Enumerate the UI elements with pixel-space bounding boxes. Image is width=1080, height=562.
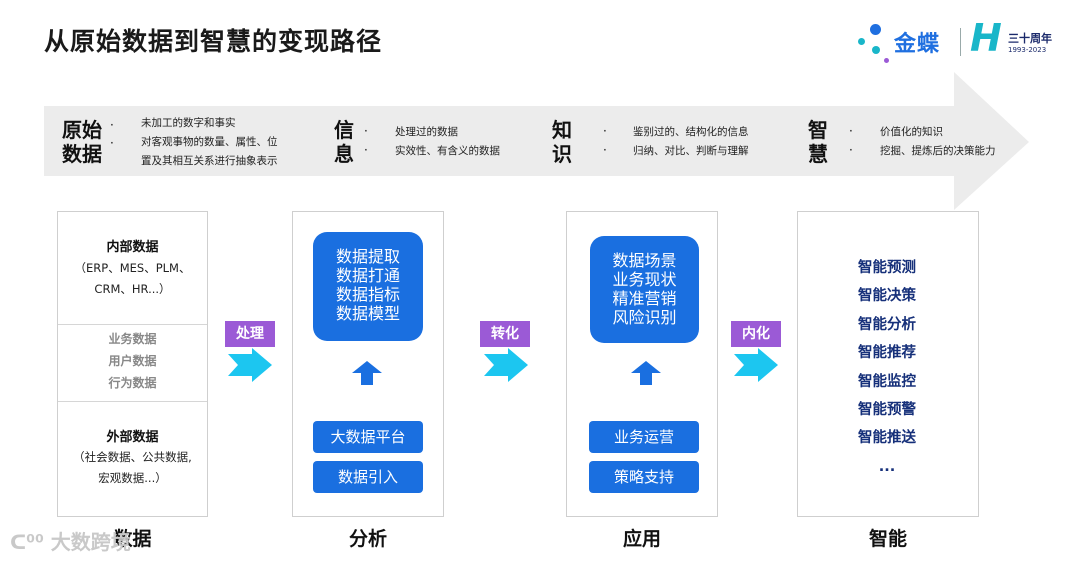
anniversary-h-icon: H [970,16,1002,60]
transition-tag-convert: 转化 [480,321,530,347]
smart-item: ... [878,458,896,475]
smart-item: 智能推荐 [858,345,916,362]
logo-brand: 金蝶 [894,32,941,57]
column-label-data: 数据 [113,528,152,550]
application-item: 精准营销 [612,289,677,308]
strategy-support-button[interactable]: 策略支持 [589,461,699,493]
data-type-item: 用户数据 [108,354,157,368]
analysis-item: 数据模型 [335,304,400,323]
kingdee-logo: 金蝶 H 三十周年 1993-2023 [856,16,1066,66]
bullet-dot: · [364,143,368,157]
bullet-dot: · [110,118,114,132]
logo-dot-icon [870,24,881,35]
analysis-item: 数据打通 [335,266,400,285]
transition-tag-internalize: 内化 [731,321,781,347]
bullet-dot: · [603,143,607,157]
stage-name-line: 知 [552,118,572,142]
bullet-text: 挖掘、提炼后的决策能力 [880,145,996,157]
application-item: 数据场景 [612,251,677,270]
stage-name-line: 信 [334,118,354,142]
bullet-dot: · [110,136,114,150]
analysis-item: 数据指标 [335,285,400,304]
column-label-smart: 智能 [868,528,907,550]
bullet-dot: · [603,124,607,138]
logo-separator [960,28,961,56]
stage-information-bullets: 处理过的数据 实效性、有含义的数据 [395,123,500,161]
column-label-application: 应用 [622,528,661,550]
smart-item: 智能分析 [858,316,916,333]
right-arrow-icon [228,348,272,382]
bullet-text: 价值化的知识 [880,126,943,138]
stage-name-line: 识 [552,142,572,166]
data-sources-panel: 内部数据 （ERP、MES、PLM、 CRM、HR...） 业务数据 用户数据 … [57,211,208,517]
up-arrow-icon [352,361,382,385]
watermark-text: 大数跨境 [50,530,131,554]
watermark: ᑕ⁰⁰ 大数跨境 [10,526,131,555]
logo-dot-icon [884,58,889,63]
stage-wisdom-bullets: 价值化的知识 挖掘、提炼后的决策能力 [880,123,996,161]
bullet-text: 对客观事物的数量、属性、位 [141,136,278,148]
logo-dot-icon [858,38,865,45]
stage-name-line: 智 [808,118,828,142]
smart-item: 智能预警 [858,402,916,419]
bullet-text: 实效性、有含义的数据 [395,145,500,157]
application-item: 风险识别 [612,308,677,327]
up-arrow-icon [631,361,661,385]
external-data-sub: （社会数据、公共数据, 宏观数据...） [58,447,207,489]
stage-name-line: 慧 [808,142,828,166]
bullet-dot: · [849,143,853,157]
bullet-dot: · [849,124,853,138]
big-data-platform-button[interactable]: 大数据平台 [313,421,423,453]
divider [58,324,207,325]
internal-data-title: 内部数据 [106,240,159,255]
transition-tag-process: 处理 [225,321,275,347]
logo-anniversary: 三十周年 [1008,32,1052,45]
column-label-analysis: 分析 [348,528,387,550]
external-data-title: 外部数据 [106,430,159,445]
stage-wisdom: 智 慧 [808,118,828,166]
stage-knowledge-bullets: 鉴别过的、结构化的信息 归纳、对比、判断与理解 [633,123,749,161]
application-box: 数据场景 业务现状 精准营销 风险识别 [590,236,699,343]
business-operation-button[interactable]: 业务运营 [589,421,699,453]
internal-data-line: （ERP、MES、PLM、 [74,261,191,275]
smart-item: 智能预测 [858,260,916,276]
right-arrow-icon [484,348,528,382]
bullet-text: 鉴别过的、结构化的信息 [633,126,749,138]
data-types-list: 业务数据 用户数据 行为数据 [58,328,207,394]
stage-name-line: 息 [334,142,354,166]
divider [58,401,207,402]
bullet-text: 处理过的数据 [395,126,458,138]
external-data-line: （社会数据、公共数据, [73,450,192,464]
watermark-logo-icon: ᑕ⁰⁰ [10,530,44,554]
bullet-dot: · [364,124,368,138]
bullet-text: 置及其相互关系进行抽象表示 [141,155,278,167]
stage-knowledge: 知 识 [552,118,572,166]
internal-data-line: CRM、HR...） [94,282,171,296]
analysis-item: 数据提取 [335,247,400,266]
banner-arrow [44,72,1029,210]
external-data-line: 宏观数据...） [98,471,167,485]
logo-dot-icon [872,46,880,54]
stage-name-line: 原始 [62,118,102,142]
stage-name-line: 数据 [62,142,102,166]
bullet-text: 归纳、对比、判断与理解 [633,145,749,157]
bullet-text: 未加工的数字和事实 [141,117,236,129]
stage-raw-data: 原始 数据 [62,118,102,166]
page-title: 从原始数据到智慧的变现路径 [44,27,383,56]
application-item: 业务现状 [612,270,677,289]
data-type-item: 业务数据 [108,332,157,346]
smart-panel [797,211,979,517]
smart-item: 智能推送 [858,430,916,447]
smart-capabilities-list: 智能预测 智能决策 智能分析 智能推荐 智能监控 智能预警 智能推送 ... [797,254,977,481]
data-type-item: 行为数据 [108,376,157,390]
smart-item: 智能监控 [858,373,916,390]
stage-raw-data-bullets: 未加工的数字和事实 对客观事物的数量、属性、位 置及其相互关系进行抽象表示 [141,114,278,171]
analysis-box: 数据提取 数据打通 数据指标 数据模型 [313,232,423,341]
stage-information: 信 息 [334,118,354,166]
internal-data-sub: （ERP、MES、PLM、 CRM、HR...） [58,258,207,300]
data-import-button[interactable]: 数据引入 [313,461,423,493]
logo-years: 1993-2023 [1008,46,1047,54]
smart-item: 智能决策 [858,288,916,305]
right-arrow-icon [734,348,778,382]
